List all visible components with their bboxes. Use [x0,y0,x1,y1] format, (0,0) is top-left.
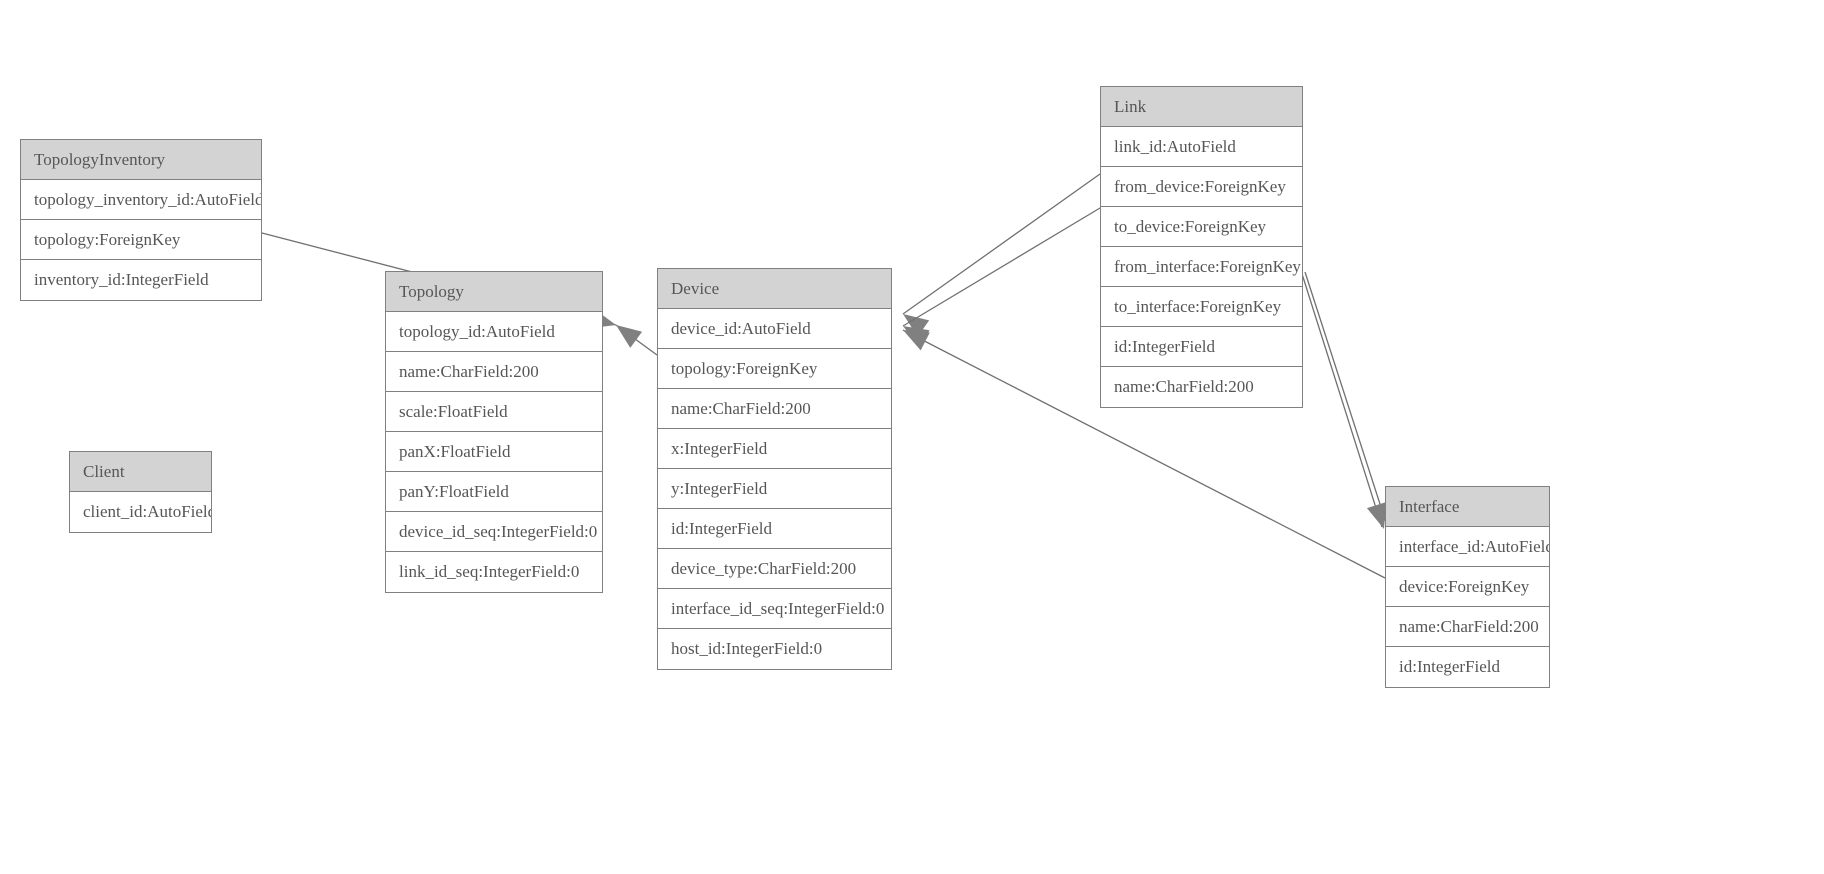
entity-title-interface: Interface [1386,487,1549,527]
relationship-arrowhead [616,325,643,348]
relationship-device-topology [615,324,658,356]
entity-field: host_id:IntegerField:0 [671,639,823,658]
entity-field: name:CharField:200 [1114,377,1254,396]
entity-field: x:IntegerField [658,429,891,469]
entity-client[interactable]: Client client_id:AutoField [69,451,212,533]
relationship-link-from-device [902,173,1101,337]
entity-field: from_device:ForeignKey [1101,167,1302,207]
entity-title-topology_inventory: TopologyInventory [21,140,261,180]
entity-field: client_id:AutoField [83,502,211,521]
entity-field: topology:ForeignKey [21,220,261,260]
relationship-arrowhead [903,330,930,351]
entity-field: device_type:CharField:200 [658,549,891,589]
entity-field: id:IntegerField [658,509,891,549]
relationship-line [902,173,1101,315]
entity-field: topology_id:AutoField [386,312,602,352]
entity-title-device: Device [658,269,891,309]
entity-field: inventory_id:IntegerField [34,270,209,289]
entity-field: to_interface:ForeignKey [1101,287,1302,327]
entity-field: topology_inventory_id:AutoField [21,180,261,220]
entity-field: interface_id_seq:IntegerField:0 [658,589,891,629]
relationship-link-to-device [902,207,1101,348]
relationship-line [615,324,658,356]
entity-field: name:CharField:200 [658,389,891,429]
relationship-line [1304,271,1391,536]
entity-fields-client: client_id:AutoField [70,492,211,532]
entity-field: name:CharField:200 [1386,607,1549,647]
entity-field: name:CharField:200 [386,352,602,392]
relationship-link-interfaces [1296,257,1391,536]
relationship-line [1296,257,1383,528]
entity-field: panY:FloatField [386,472,602,512]
entity-field: link_id:AutoField [1101,127,1302,167]
entity-field: scale:FloatField [386,392,602,432]
entity-field: device_id:AutoField [658,309,891,349]
entity-field: link_id_seq:IntegerField:0 [399,562,580,581]
entity-field: id:IntegerField [1399,657,1501,676]
entity-field: id:IntegerField [1101,327,1302,367]
entity-field: from_interface:ForeignKey [1101,247,1302,287]
relationship-arrowhead [903,314,930,337]
entity-field: topology:ForeignKey [658,349,891,389]
relationship-line [902,207,1101,327]
entity-field: device_id_seq:IntegerField:0 [386,512,602,552]
entity-field: to_device:ForeignKey [1101,207,1302,247]
entity-field: panX:FloatField [386,432,602,472]
entity-field: device:ForeignKey [1386,567,1549,607]
entity-field: y:IntegerField [658,469,891,509]
relationship-arrowhead [903,326,930,348]
entity-title-client: Client [70,452,211,492]
entity-title-topology: Topology [386,272,602,312]
entity-field: interface_id:AutoField [1386,527,1549,567]
entity-title-link: Link [1101,87,1302,127]
